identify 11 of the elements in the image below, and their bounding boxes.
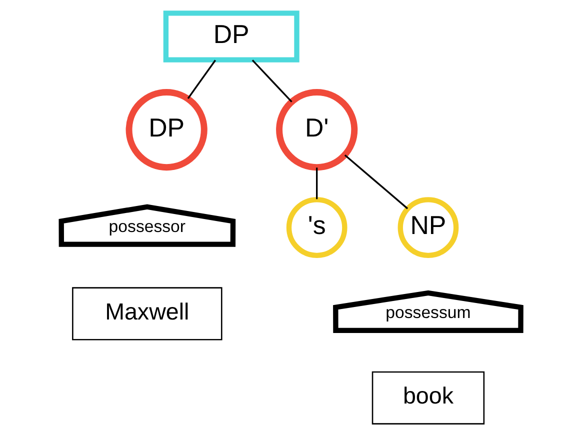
node-circle: D' [276, 88, 358, 171]
node-circle: 's [286, 197, 348, 258]
node-box: book [372, 371, 485, 424]
node-box: Maxwell [72, 287, 222, 340]
connector [344, 154, 408, 210]
connector [252, 60, 292, 102]
node-circle: NP [398, 197, 459, 258]
connector [187, 60, 216, 99]
node-box: DP [163, 10, 300, 62]
connector [316, 168, 318, 200]
node-circle: DP [126, 88, 208, 171]
